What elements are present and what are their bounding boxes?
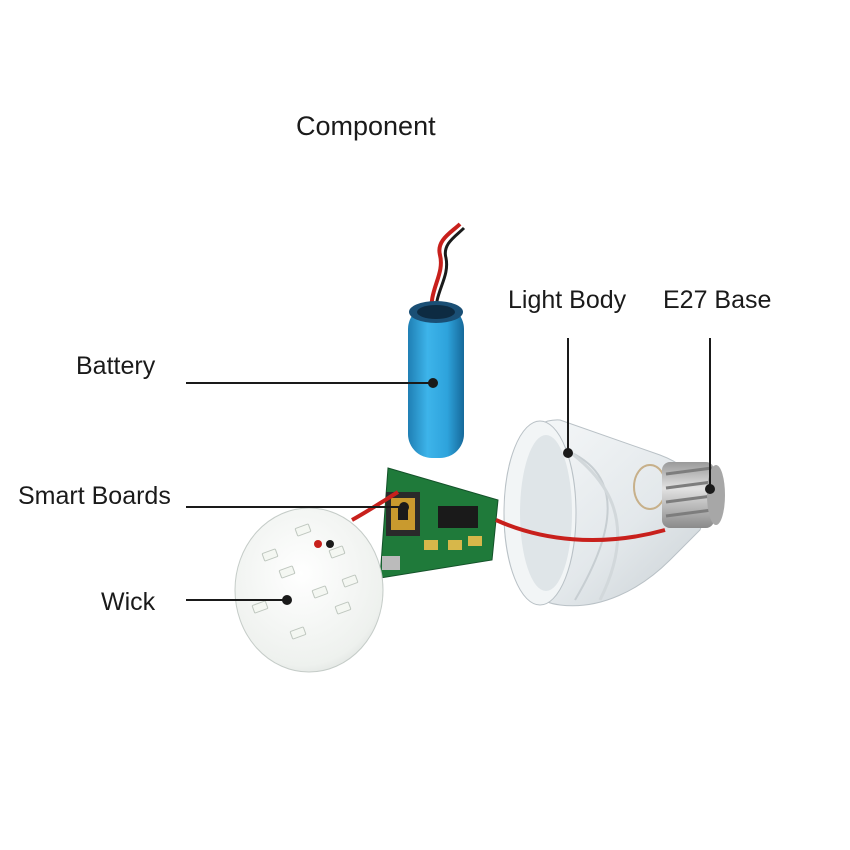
smart-board-part — [380, 468, 498, 578]
wick-part — [235, 508, 383, 672]
light-body-label: Light Body — [508, 286, 626, 315]
smart-boards-leader-dot — [399, 502, 409, 512]
wick-label: Wick — [101, 588, 155, 617]
wick-leader-dot — [282, 595, 292, 605]
smart-boards-label: Smart Boards — [18, 482, 171, 511]
battery-part — [408, 224, 464, 458]
e27-base-label: E27 Base — [663, 286, 771, 315]
battery-label: Battery — [76, 352, 155, 381]
light-body-leader-dot — [563, 448, 573, 458]
e27-base-part — [662, 462, 725, 528]
battery-leader-dot — [428, 378, 438, 388]
e27-base-leader-dot — [705, 484, 715, 494]
